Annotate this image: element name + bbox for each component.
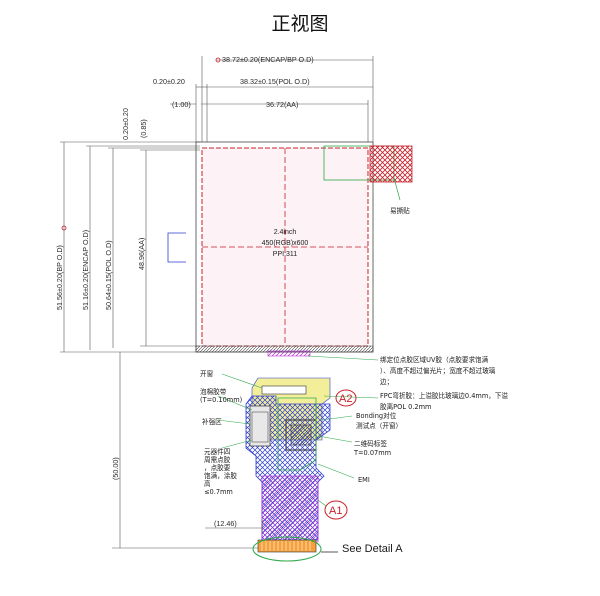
display-panel [167,141,395,353]
fpc-tail [245,377,331,553]
tear-tab-label: 易撕贴 [390,206,410,215]
right-leaders [307,355,379,479]
open-window-label: 开窗 [200,369,214,378]
dim-encap-width: 38.72±0.20(ENCAP/BP O.D) [222,55,314,64]
component-note-3: ，点胶要 [204,463,231,472]
component-note-5: 高 [204,479,211,488]
fpc-glue-note-1: FPC弯折胶：上溢胶比玻璃边0.4mm，下溢 [380,391,508,400]
display-ppi-label: PPI:311 [273,251,297,258]
callout-a1-icon [324,500,348,520]
callout-a2-icon [335,389,357,407]
display-resolution-label: 450(RGB)x600 [262,240,309,247]
dim-085: (0.85) [139,119,148,138]
display-size-label: 2.4inch [274,229,297,236]
dim-aa-width: 36.72(AA) [266,100,298,109]
bond-strip [267,350,311,357]
bottom-dimension [205,520,263,532]
dim-encap-height: 51.16±0.20(ENCAP O.D) [81,230,90,310]
dim-aa-height: 48.96(AA) [137,238,146,270]
bonding-label-2: 测试点（开窗） [356,421,402,430]
dim-pol-width: 38.32±0.15(POL O.D) [240,77,310,86]
foam-tape-thickness: (T=0.10mm) [200,396,242,404]
dim-left-offset: 0.20±0.20 [153,77,185,86]
stiffener-label: 补强区 [202,417,222,426]
qr-label-2: T=0.07mm [353,449,391,457]
component-note-6: ≤0.7mm [204,488,233,496]
foam-tape-label: 泡棉胶带 [200,387,227,396]
dim-top-offset: 0.20±0.20 [121,108,130,140]
detail-a-ellipse [252,536,322,562]
component-note-1: 元器件四 [204,447,230,456]
component-note-2: 周需点胶 [204,455,231,464]
left-leaders [217,373,263,449]
dim-bp-height: 51.56±0.20(BP O.D) [55,245,64,310]
see-detail-label: See Detail A [342,543,403,555]
callout-a2-label: A2 [339,393,352,405]
fpc-glue-note-2: 胶离POL 0.2mm [380,402,431,411]
qr-label-1: 二维码标签 [354,439,387,448]
emi-label: EMI [358,476,370,484]
dim-1mm: (1.00) [172,100,191,109]
dim-fpc-length: (50.00) [111,457,120,480]
tear-tab [369,145,413,183]
page-title: 正视图 [271,13,328,35]
callout-a1-label: A1 [329,505,342,517]
bond-glue-note-1: 绑定位点胶区域UV胶（点胶要求饱满 [380,355,489,364]
datum-circle-icon [215,57,221,63]
bonding-label-1: Bonding对位 [356,411,397,420]
bond-glue-note-3: 边； [380,378,393,386]
bond-glue-note-2: ）、高度不超过偏光片；宽度不超过玻璃 [380,366,496,375]
datum-circle-icon [61,225,67,231]
top-dimensions [170,56,374,142]
left-dimensions [60,141,260,549]
dim-pol-height: 50.64±0.15(POL O.D) [104,240,113,310]
dim-fpc-width: (12.46) [214,519,237,528]
component-note-4: 饱满，涂胶 [204,471,237,480]
